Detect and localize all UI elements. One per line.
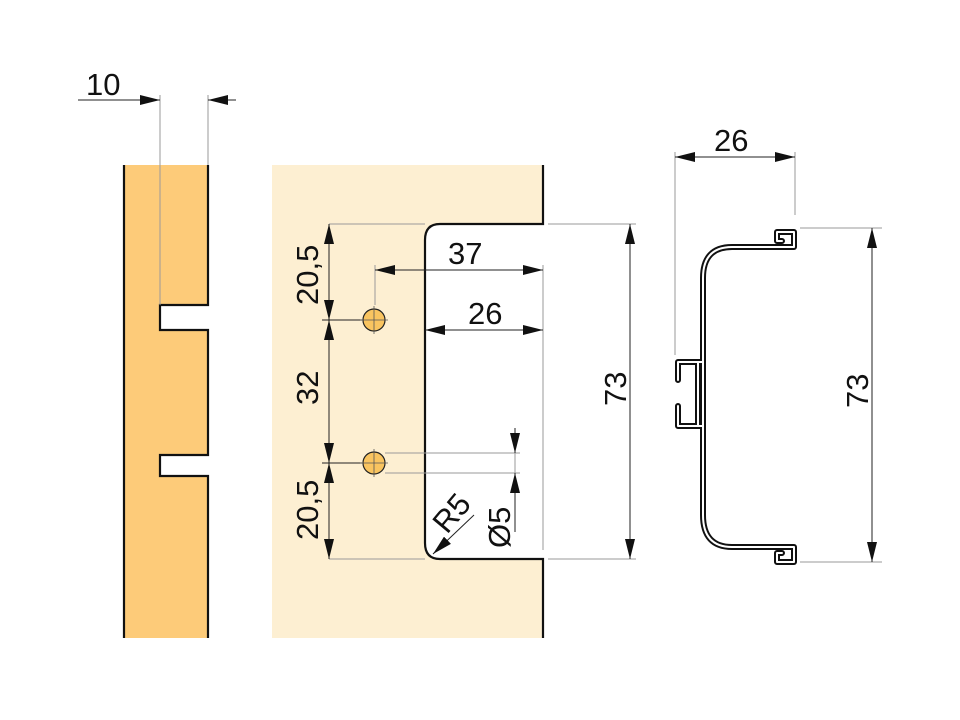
profile-height-label: 73	[840, 374, 875, 408]
thickness-dimension-label: 10	[86, 67, 120, 102]
cutout-height-label: 73	[598, 372, 633, 406]
hole-diameter-label: Ø5	[482, 507, 517, 548]
hole-distance-label: 37	[448, 236, 482, 271]
aluminium-profile	[675, 229, 797, 565]
back-panel-cutout-outline	[423, 165, 545, 638]
hole-spacing-label: 32	[290, 371, 325, 405]
back-panel	[272, 165, 543, 638]
cutout-depth-label: 26	[468, 296, 502, 331]
radius-label: R5	[426, 487, 478, 540]
front-view: 20,5 32 20,5 37 26 73 Ø5 R5	[272, 165, 636, 638]
radius-leader	[432, 514, 475, 555]
hole-top	[360, 306, 388, 334]
profile-width-label: 26	[714, 123, 748, 158]
bottom-offset-label: 20,5	[290, 480, 325, 540]
profile-view: 26 73	[674, 123, 882, 565]
side-panel-outline	[122, 165, 210, 638]
side-view: 10	[78, 67, 236, 638]
hole-bottom	[360, 449, 388, 477]
top-offset-label: 20,5	[290, 245, 325, 305]
side-panel	[124, 165, 208, 638]
